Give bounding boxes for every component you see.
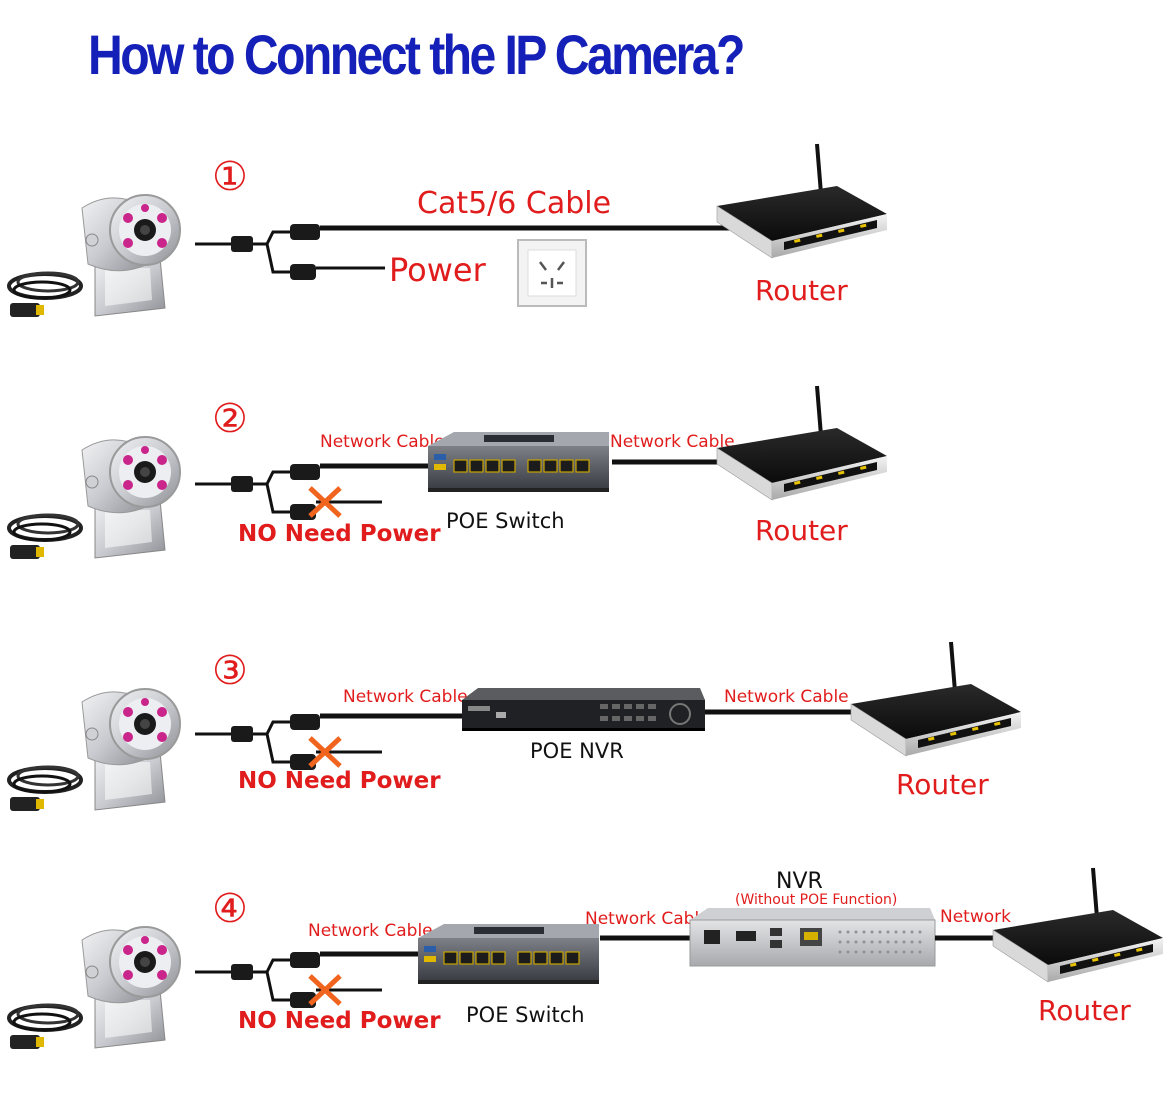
power-label: Power (389, 251, 487, 289)
cable-label-right: Network Cable (610, 432, 735, 452)
device-label: POE Switch (446, 509, 565, 533)
no-power-label: NO Need Power (238, 521, 441, 547)
cable-label: Cat5/6 Cable (417, 186, 611, 221)
nvr-icon (689, 908, 936, 967)
step-number: ② (212, 396, 248, 442)
step-3: ③ Network Cable NO Need Power POE (7, 640, 1023, 813)
nvr-title: NVR (776, 869, 823, 894)
step-2: ② Network Cable NO Need Power POE Switch… (7, 384, 889, 561)
ip-camera-icon (7, 435, 182, 561)
no-power-label: NO Need Power (238, 768, 441, 794)
step-4: ④ Network Cable NO Need Power POE Switch… (7, 866, 1165, 1051)
ip-camera-icon (7, 687, 182, 813)
router-label: Router (755, 514, 848, 547)
cross-mark-icon (308, 736, 342, 768)
poe-switch-icon (427, 431, 610, 493)
router-label: Router (896, 768, 989, 801)
wall-socket-icon (517, 239, 587, 307)
step-number: ③ (212, 648, 248, 694)
device-label: POE NVR (530, 739, 624, 763)
cable-label-left: Network Cable (343, 687, 468, 707)
router-icon (715, 384, 889, 502)
router-label: Router (1038, 994, 1131, 1027)
router-icon (715, 142, 889, 260)
router-icon (991, 866, 1165, 984)
no-power-label: NO Need Power (238, 1008, 441, 1034)
page-title: How to Connect the IP Camera? (88, 23, 745, 86)
router-icon (849, 640, 1023, 758)
step-number: ① (212, 154, 248, 200)
router-label: Router (755, 274, 848, 307)
cable-label-mid: Network Cable (585, 909, 710, 929)
cable-label-left: Network Cable (308, 921, 433, 941)
step-number: ④ (212, 886, 248, 932)
step-1: ① Cat5/6 Cable Power Router (7, 142, 889, 319)
nvr-subtitle: (Without POE Function) (735, 892, 897, 908)
cable-label-right: Network (940, 907, 1011, 927)
cross-mark-icon (308, 974, 342, 1006)
cable-label-right: Network Cable (724, 687, 849, 707)
cross-mark-icon (308, 486, 342, 518)
poe-nvr-icon (462, 688, 705, 731)
device-label: POE Switch (466, 1003, 585, 1027)
cable-label-left: Network Cable (320, 432, 445, 452)
ip-camera-icon (7, 193, 182, 319)
ip-camera-icon (7, 925, 182, 1051)
poe-switch-icon (417, 923, 600, 985)
